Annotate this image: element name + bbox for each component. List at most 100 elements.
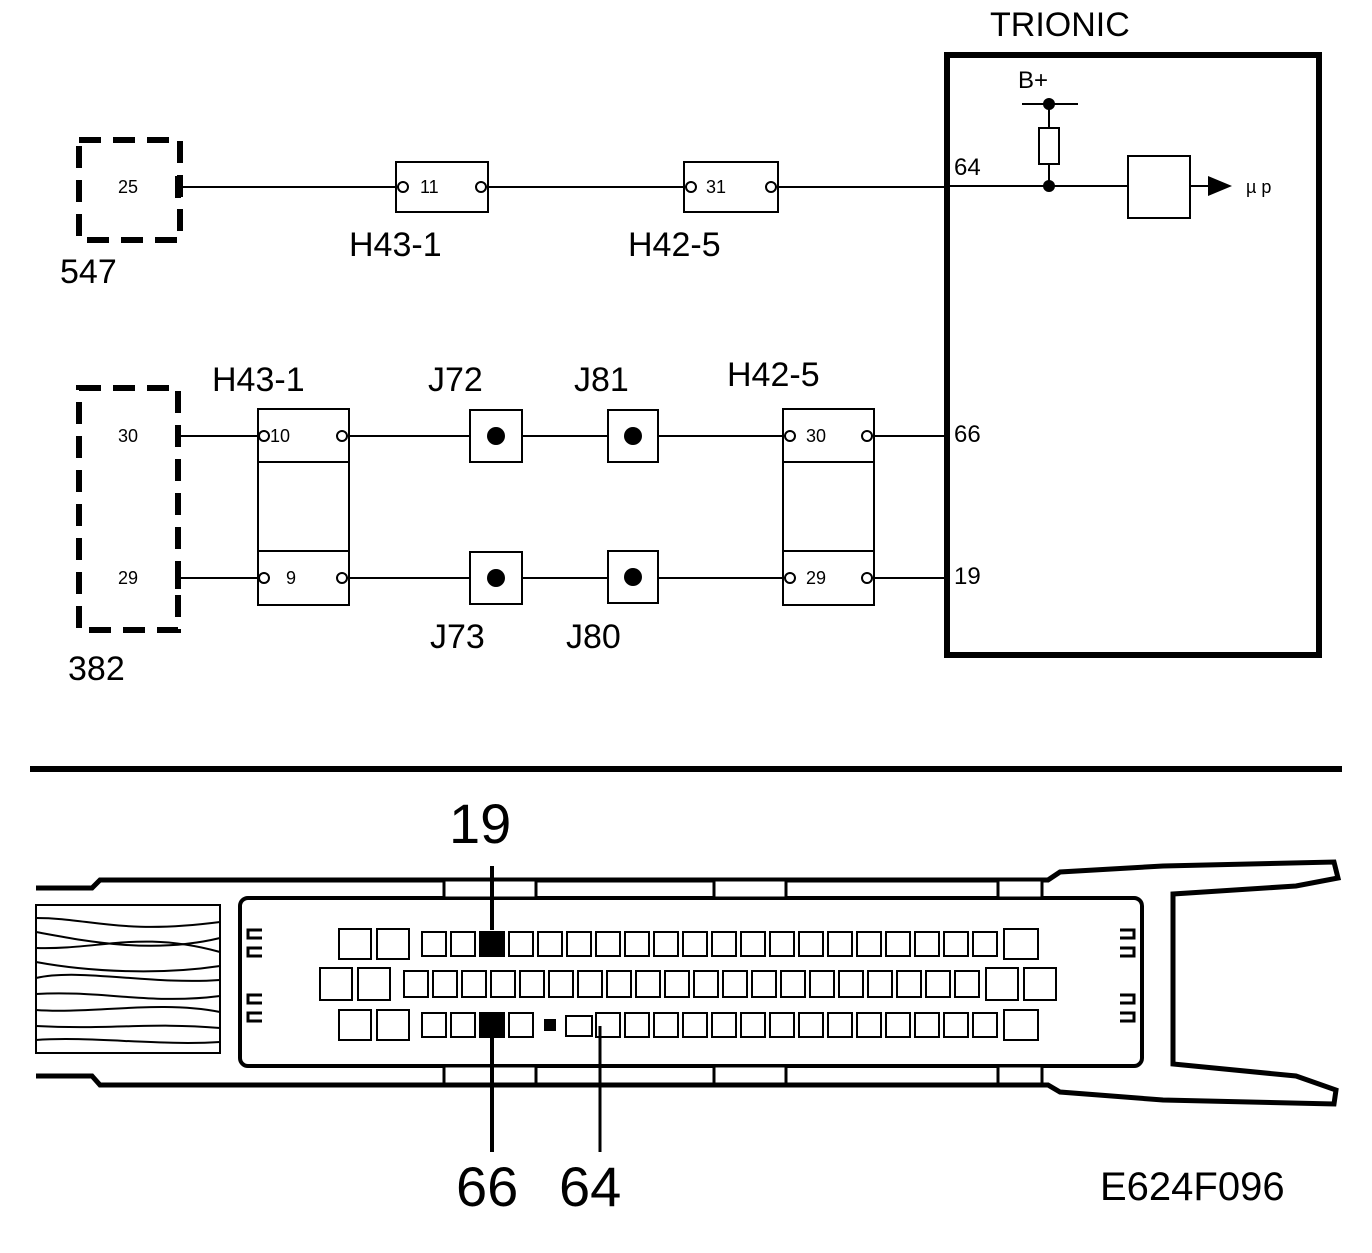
splice-j72	[469, 409, 523, 463]
component-382-box	[76, 385, 181, 633]
connector-pin	[548, 970, 574, 998]
connector-pin	[624, 1012, 650, 1038]
connector-h43-1-top-pin: 11	[420, 177, 439, 197]
connector-pin	[740, 1012, 766, 1038]
connector-pin	[595, 931, 621, 957]
connector-pin	[566, 931, 592, 957]
connector-pin	[780, 970, 806, 998]
large-pin	[1003, 928, 1039, 960]
connector-pin	[519, 970, 545, 998]
ecu-title: TRIONIC	[990, 6, 1130, 44]
connector-housing	[36, 859, 1342, 1107]
connector-pin	[856, 1012, 882, 1038]
splice-j80-label: J80	[566, 618, 621, 656]
connector-pin	[925, 970, 951, 998]
connector-pin	[827, 931, 853, 957]
splice-j81	[607, 409, 659, 463]
ecu-pin-66: 66	[954, 421, 981, 448]
connector-pin	[972, 1012, 998, 1038]
pin-66	[479, 1012, 505, 1038]
pin-64	[565, 1015, 593, 1037]
connector-h43-1-pin-10: 10	[270, 426, 290, 446]
connector-pin	[682, 931, 708, 957]
connector-h42-5-mid: 30 29	[782, 408, 875, 606]
connector-pin	[537, 931, 563, 957]
connector-pin	[972, 931, 998, 957]
wire-harness	[35, 904, 221, 1054]
large-pin	[985, 967, 1019, 1001]
input-buffer	[1127, 155, 1191, 219]
connector-view: 19 66 64 E624F096	[35, 792, 1342, 1218]
connector-pin	[421, 931, 447, 957]
large-pin	[338, 1009, 372, 1041]
connector-pin	[896, 970, 922, 998]
splice-j81-label: J81	[574, 361, 629, 399]
ecu-pin-19: 19	[954, 563, 981, 590]
connector-pin	[943, 931, 969, 957]
connector-h43-1-pin-9: 9	[286, 568, 296, 588]
ecu-box: TRIONIC B+ µ p	[944, 6, 1322, 658]
connector-pin	[664, 970, 690, 998]
connector-pin	[798, 1012, 824, 1038]
pin-19	[479, 931, 505, 957]
connector-h43-1-top	[395, 161, 489, 213]
component-382-pin-30: 30	[118, 426, 138, 446]
connector-pin	[490, 970, 516, 998]
connector-pin	[450, 1012, 476, 1038]
connector-pin	[461, 970, 487, 998]
connector-pin	[885, 1012, 911, 1038]
connector-h42-5-pin-29: 29	[806, 568, 826, 588]
connector-frame	[238, 896, 1144, 1068]
large-pin	[357, 967, 391, 1001]
top-circuit: 25 547 11 H43-1 31 H42-5 64	[60, 137, 981, 291]
pin-grid	[319, 928, 1057, 1041]
connector-pin	[954, 970, 980, 998]
connector-h42-5-top-label: H42-5	[628, 226, 721, 264]
pin-callout-64: 64	[559, 1155, 621, 1218]
arrow-right-icon	[1208, 176, 1232, 196]
large-pin	[376, 1009, 410, 1041]
pin-64-marker	[544, 1019, 556, 1031]
connector-pin	[914, 931, 940, 957]
component-547-pin: 25	[118, 177, 138, 197]
connector-pin	[914, 1012, 940, 1038]
component-382-number: 382	[68, 650, 125, 688]
connector-pin	[595, 1012, 621, 1038]
connector-pin	[606, 970, 632, 998]
connector-h43-1-top-label: H43-1	[349, 226, 442, 264]
connector-pin	[751, 970, 777, 998]
connector-pin	[653, 1012, 679, 1038]
connector-pin	[421, 1012, 447, 1038]
connector-h43-1-mid-label: H43-1	[212, 361, 305, 399]
connector-pin	[809, 970, 835, 998]
connector-pin	[943, 1012, 969, 1038]
connector-pin	[577, 970, 603, 998]
supply-label: B+	[1018, 67, 1048, 94]
component-382-pin-29: 29	[118, 568, 138, 588]
connector-pin	[682, 1012, 708, 1038]
connector-pin	[722, 970, 748, 998]
splice-j72-label: J72	[428, 361, 483, 399]
connector-pin	[624, 931, 650, 957]
connector-pin	[403, 970, 429, 998]
large-pin	[338, 928, 372, 960]
connector-pin	[711, 931, 737, 957]
pin-callout-66: 66	[456, 1155, 518, 1218]
figure-code: E624F096	[1100, 1165, 1285, 1209]
component-547-number: 547	[60, 253, 117, 291]
connector-h42-5-pin-30: 30	[806, 426, 826, 446]
large-pin	[1003, 1009, 1039, 1041]
connector-h42-5-mid-label: H42-5	[727, 356, 820, 394]
connector-pin	[769, 1012, 795, 1038]
splice-j80	[607, 550, 659, 604]
connector-pin	[508, 1012, 534, 1038]
mid-circuit: 30 29 382 10 9 H43-1 J72	[68, 356, 981, 688]
connector-pin	[838, 970, 864, 998]
connector-pin	[653, 931, 679, 957]
large-pin	[376, 928, 410, 960]
connector-pin	[450, 931, 476, 957]
connector-pin	[635, 970, 661, 998]
connector-h42-5-top	[683, 161, 779, 213]
connector-pin	[798, 931, 824, 957]
